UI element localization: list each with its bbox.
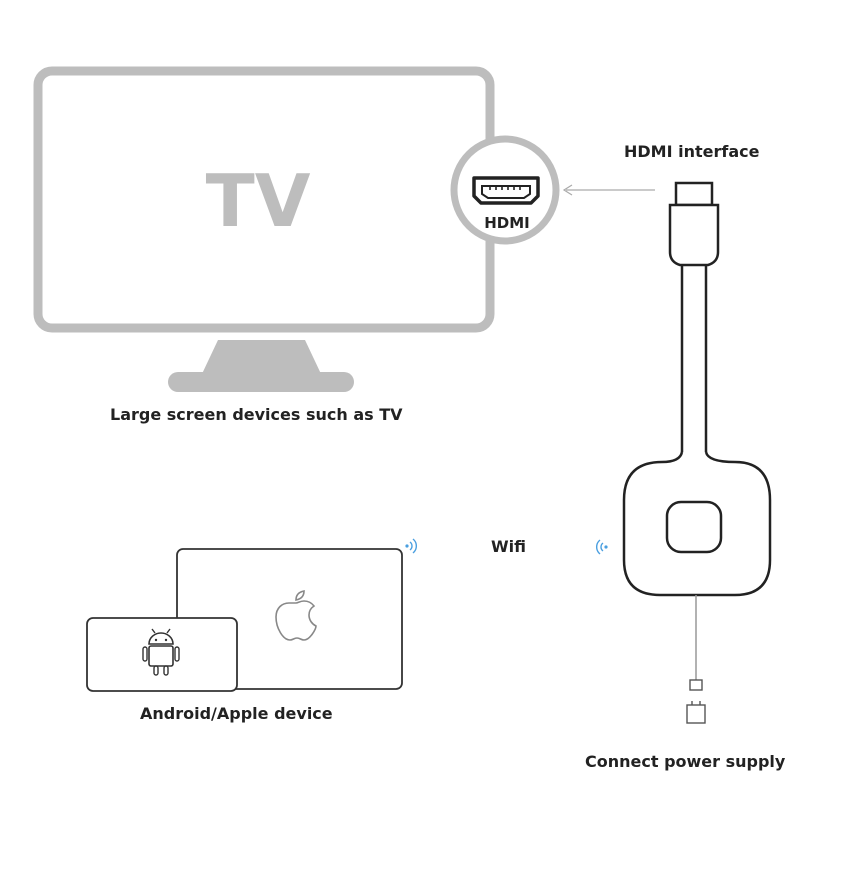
dongle-connector-tip xyxy=(674,181,714,207)
tv-caption: Large screen devices such as TV xyxy=(110,405,403,424)
hdmi-interface-label: HDMI interface xyxy=(624,142,760,161)
dongle-cable xyxy=(680,265,708,452)
android-device xyxy=(86,617,238,692)
power-adapter xyxy=(686,704,706,724)
tv-monitor: TV xyxy=(33,66,495,392)
tv-neck xyxy=(201,340,322,376)
wifi-label: Wifi xyxy=(491,537,526,556)
dongle-button xyxy=(665,500,723,554)
android-robot-icon xyxy=(142,628,180,676)
dongle-connector-body xyxy=(668,203,720,267)
tv-screen-text: TV xyxy=(206,159,311,243)
hdmi-port-bubble: HDMI xyxy=(450,135,560,245)
power-supply-label: Connect power supply xyxy=(585,752,786,771)
hdmi-dongle xyxy=(622,181,772,724)
wifi-signal-device-icon xyxy=(405,538,417,554)
usb-plug-small xyxy=(689,679,703,691)
devices-caption: Android/Apple device xyxy=(140,704,333,723)
hdmi-port-icon xyxy=(472,176,540,205)
hdmi-arrow xyxy=(562,184,655,196)
hdmi-port-label: HDMI xyxy=(484,214,530,232)
wifi-signal-dongle-icon xyxy=(596,539,608,555)
apple-logo-icon xyxy=(275,590,317,641)
tv-stand-base xyxy=(168,372,354,392)
